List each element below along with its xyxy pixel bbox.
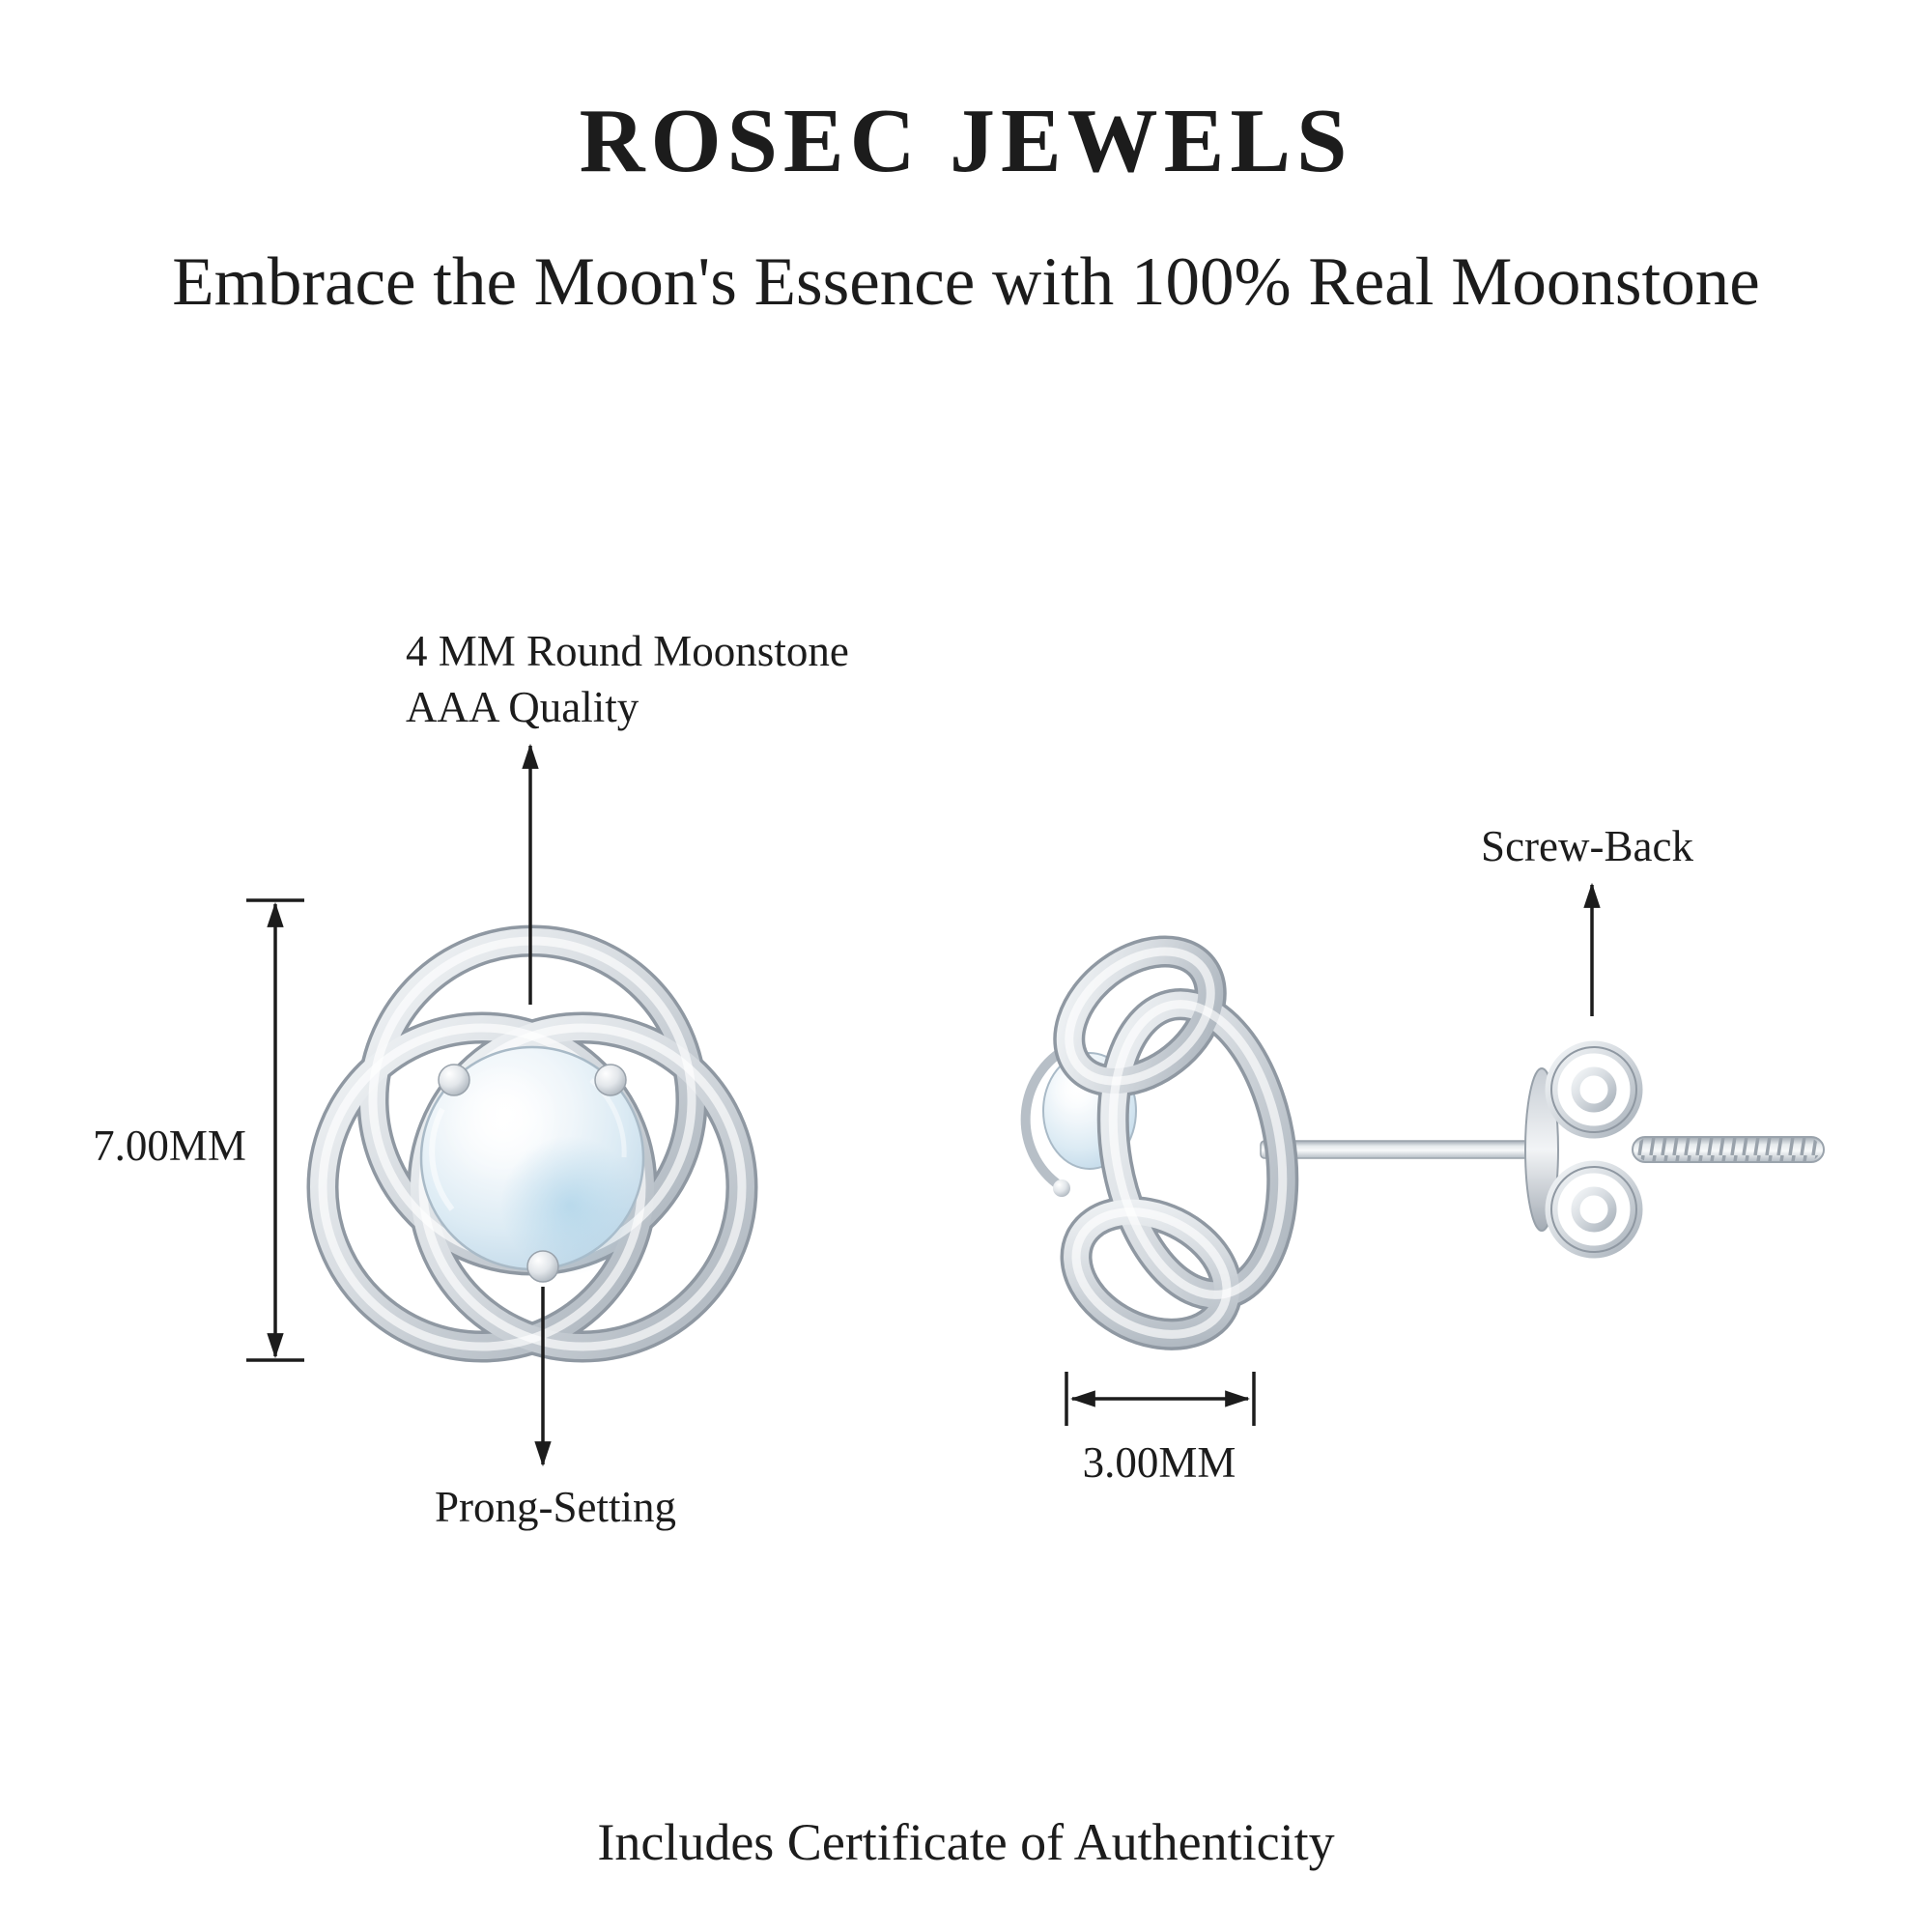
ear-post (1260, 1140, 1551, 1159)
height-dimension-label: 7.00MM (93, 1122, 246, 1170)
stone-annotation-line1: 4 MM Round Moonstone (406, 627, 849, 675)
width-dimension (1065, 1372, 1256, 1426)
front-earring-illustration (306, 924, 758, 1363)
certificate-note: Includes Certificate of Authenticity (597, 1813, 1335, 1871)
height-dimension (246, 898, 304, 1362)
side-earring-illustration (1020, 935, 1825, 1350)
prongs-front (438, 1064, 627, 1283)
prong-upper-left (438, 1064, 470, 1096)
prong-upper-right (594, 1064, 627, 1096)
stone-annotation-line2: AAA Quality (406, 682, 639, 731)
side-knot-rings (1053, 935, 1299, 1350)
prong-setting-label: Prong-Setting (434, 1483, 676, 1531)
annotation-lines (246, 743, 1601, 1467)
threaded-post (1632, 1136, 1825, 1163)
stone-annotation: 4 MM Round Moonstone AAA Quality (406, 624, 1005, 735)
brand-title: ROSEC JEWELS (579, 91, 1353, 191)
screw-back-label: Screw-Back (1481, 822, 1693, 870)
screwback-clutch (1545, 1040, 1643, 1259)
tagline: Embrace the Moon's Essence with 100% Rea… (172, 244, 1760, 320)
moonstone-front (419, 1045, 645, 1275)
prong-bottom (526, 1250, 559, 1283)
width-dimension-label: 3.00MM (1082, 1438, 1236, 1487)
